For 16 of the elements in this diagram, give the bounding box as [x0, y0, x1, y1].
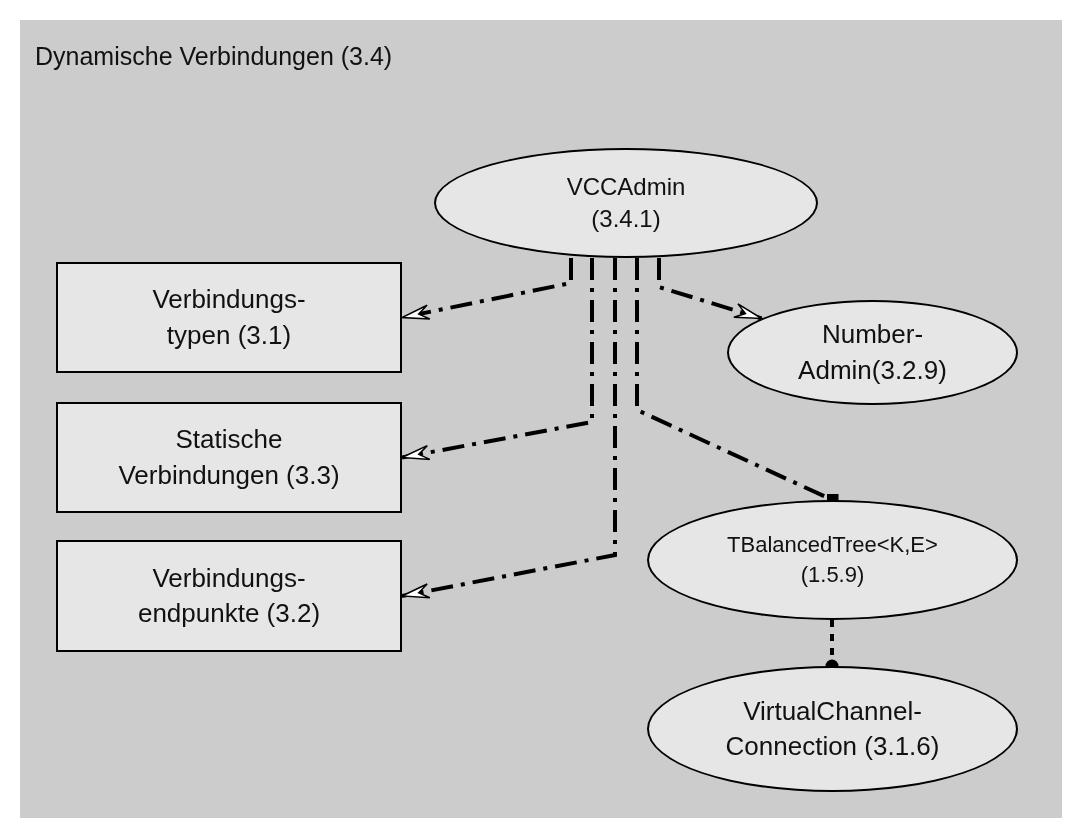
dependency-arrow	[401, 258, 617, 599]
module-box	[56, 262, 402, 373]
dependency-arrow	[657, 258, 763, 321]
node-label: TBalancedTree<K,E> (1.5.9)	[726, 531, 939, 589]
node-label: VirtualChannel- Connection (3.1.6)	[724, 694, 941, 763]
node-label: Statische Verbindungen (3.3)	[117, 423, 341, 492]
diagram-panel	[20, 20, 1062, 818]
node-label: Verbindungs- endpunkte (3.2)	[136, 561, 322, 630]
dependency-arrow	[401, 258, 573, 320]
node-label: Verbindungs- typen (3.1)	[151, 283, 307, 352]
module-box	[56, 402, 402, 513]
panel-title: Dynamische Verbindungen (3.4)	[35, 42, 393, 71]
node-label: VCCAdmin (3.4.1)	[565, 171, 687, 234]
module-box	[56, 540, 402, 652]
dependency-arrow	[401, 258, 594, 461]
node-label: Number- Admin(3.2.9)	[797, 318, 948, 387]
